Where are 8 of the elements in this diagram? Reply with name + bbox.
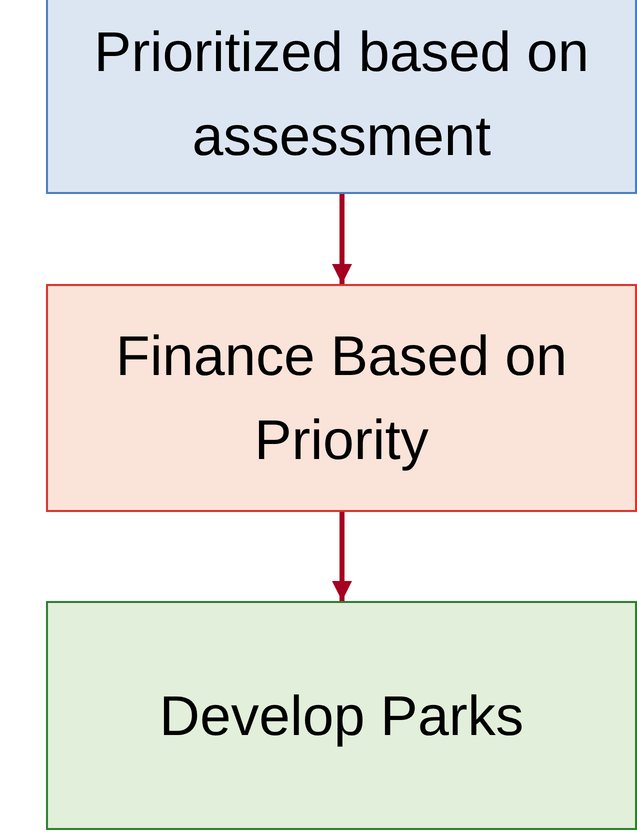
process-box bbox=[46, 601, 637, 830]
arrow bbox=[332, 194, 352, 284]
box-label: Prioritized based on assessment bbox=[93, 19, 590, 169]
box-label: Develop Parks bbox=[159, 682, 524, 749]
box-label: Finance Based on Priority bbox=[114, 323, 568, 473]
process-box bbox=[46, 284, 637, 512]
process-box bbox=[46, 0, 637, 194]
arrow bbox=[332, 512, 352, 601]
